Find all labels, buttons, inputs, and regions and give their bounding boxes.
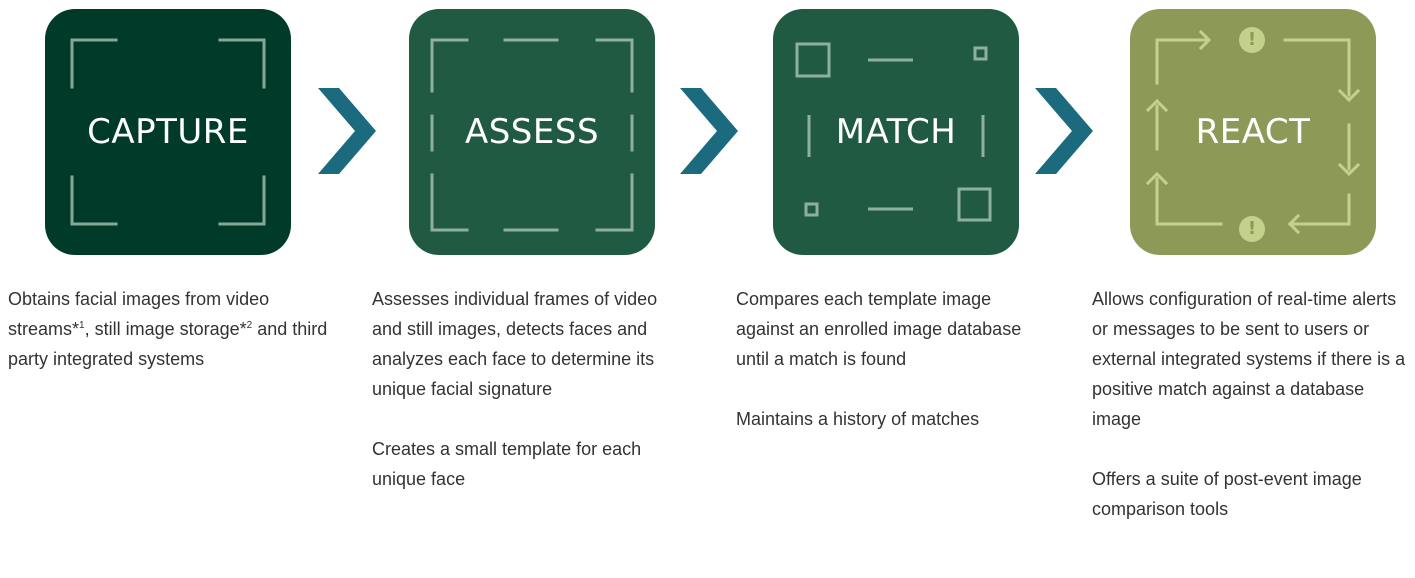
description-text: Allows configuration of real-time alerts… (1092, 289, 1406, 429)
react-tile: ! ! REACT (1130, 9, 1376, 255)
step-title-assess: ASSESS (464, 112, 600, 152)
description-text: and third party integrated systems (8, 319, 328, 369)
description-paragraph: Maintains a history of matches (736, 404, 1036, 434)
description-text: , still image storage* (84, 319, 247, 339)
description-paragraph: Assesses individual frames of video and … (372, 284, 692, 404)
corner-brackets-icon (70, 38, 266, 226)
dashed-frame-icon (430, 38, 634, 232)
step-description: Compares each template image against an … (736, 284, 1036, 434)
alert-cycle-frame-icon (1145, 29, 1361, 235)
assess-tile: ASSESS (409, 9, 655, 255)
step-title-capture: CAPTURE (87, 112, 249, 152)
description-paragraph: Obtains facial images from video streams… (8, 284, 338, 374)
step-title-react: REACT (1195, 112, 1311, 152)
description-text: Offers a suite of post-event image compa… (1092, 469, 1362, 519)
match-tile: MATCH (773, 9, 1019, 255)
alert-icon (1239, 27, 1265, 242)
description-paragraph: Compares each template image against an … (736, 284, 1036, 374)
description-text: Creates a small template for each unique… (372, 439, 642, 489)
description-text: Maintains a history of matches (736, 409, 980, 429)
capture-tile: CAPTURE (45, 9, 291, 255)
step-description: Assesses individual frames of video and … (372, 284, 692, 494)
chevron-right-icon (318, 88, 376, 174)
footnote-marker: 1 (79, 320, 85, 331)
description-paragraph: Allows configuration of real-time alerts… (1092, 284, 1412, 434)
step-description: Obtains facial images from video streams… (8, 284, 338, 374)
chevron-right-icon (680, 88, 738, 174)
description-text: Obtains facial images from video streams… (8, 289, 270, 339)
description-paragraph: Offers a suite of post-event image compa… (1092, 464, 1412, 524)
footnote-marker: 2 (246, 320, 253, 331)
alert-symbol-bottom: ! (1247, 218, 1257, 239)
description-text: Compares each template image against an … (736, 289, 1022, 369)
square-match-frame-icon (795, 42, 992, 222)
alert-symbol-top: ! (1247, 29, 1257, 50)
step-description: Allows configuration of real-time alerts… (1092, 284, 1412, 524)
description-paragraph: Creates a small template for each unique… (372, 434, 692, 494)
chevron-right-icon (1035, 88, 1093, 174)
description-text: Assesses individual frames of video and … (372, 289, 658, 399)
step-title-match: MATCH (835, 112, 957, 152)
